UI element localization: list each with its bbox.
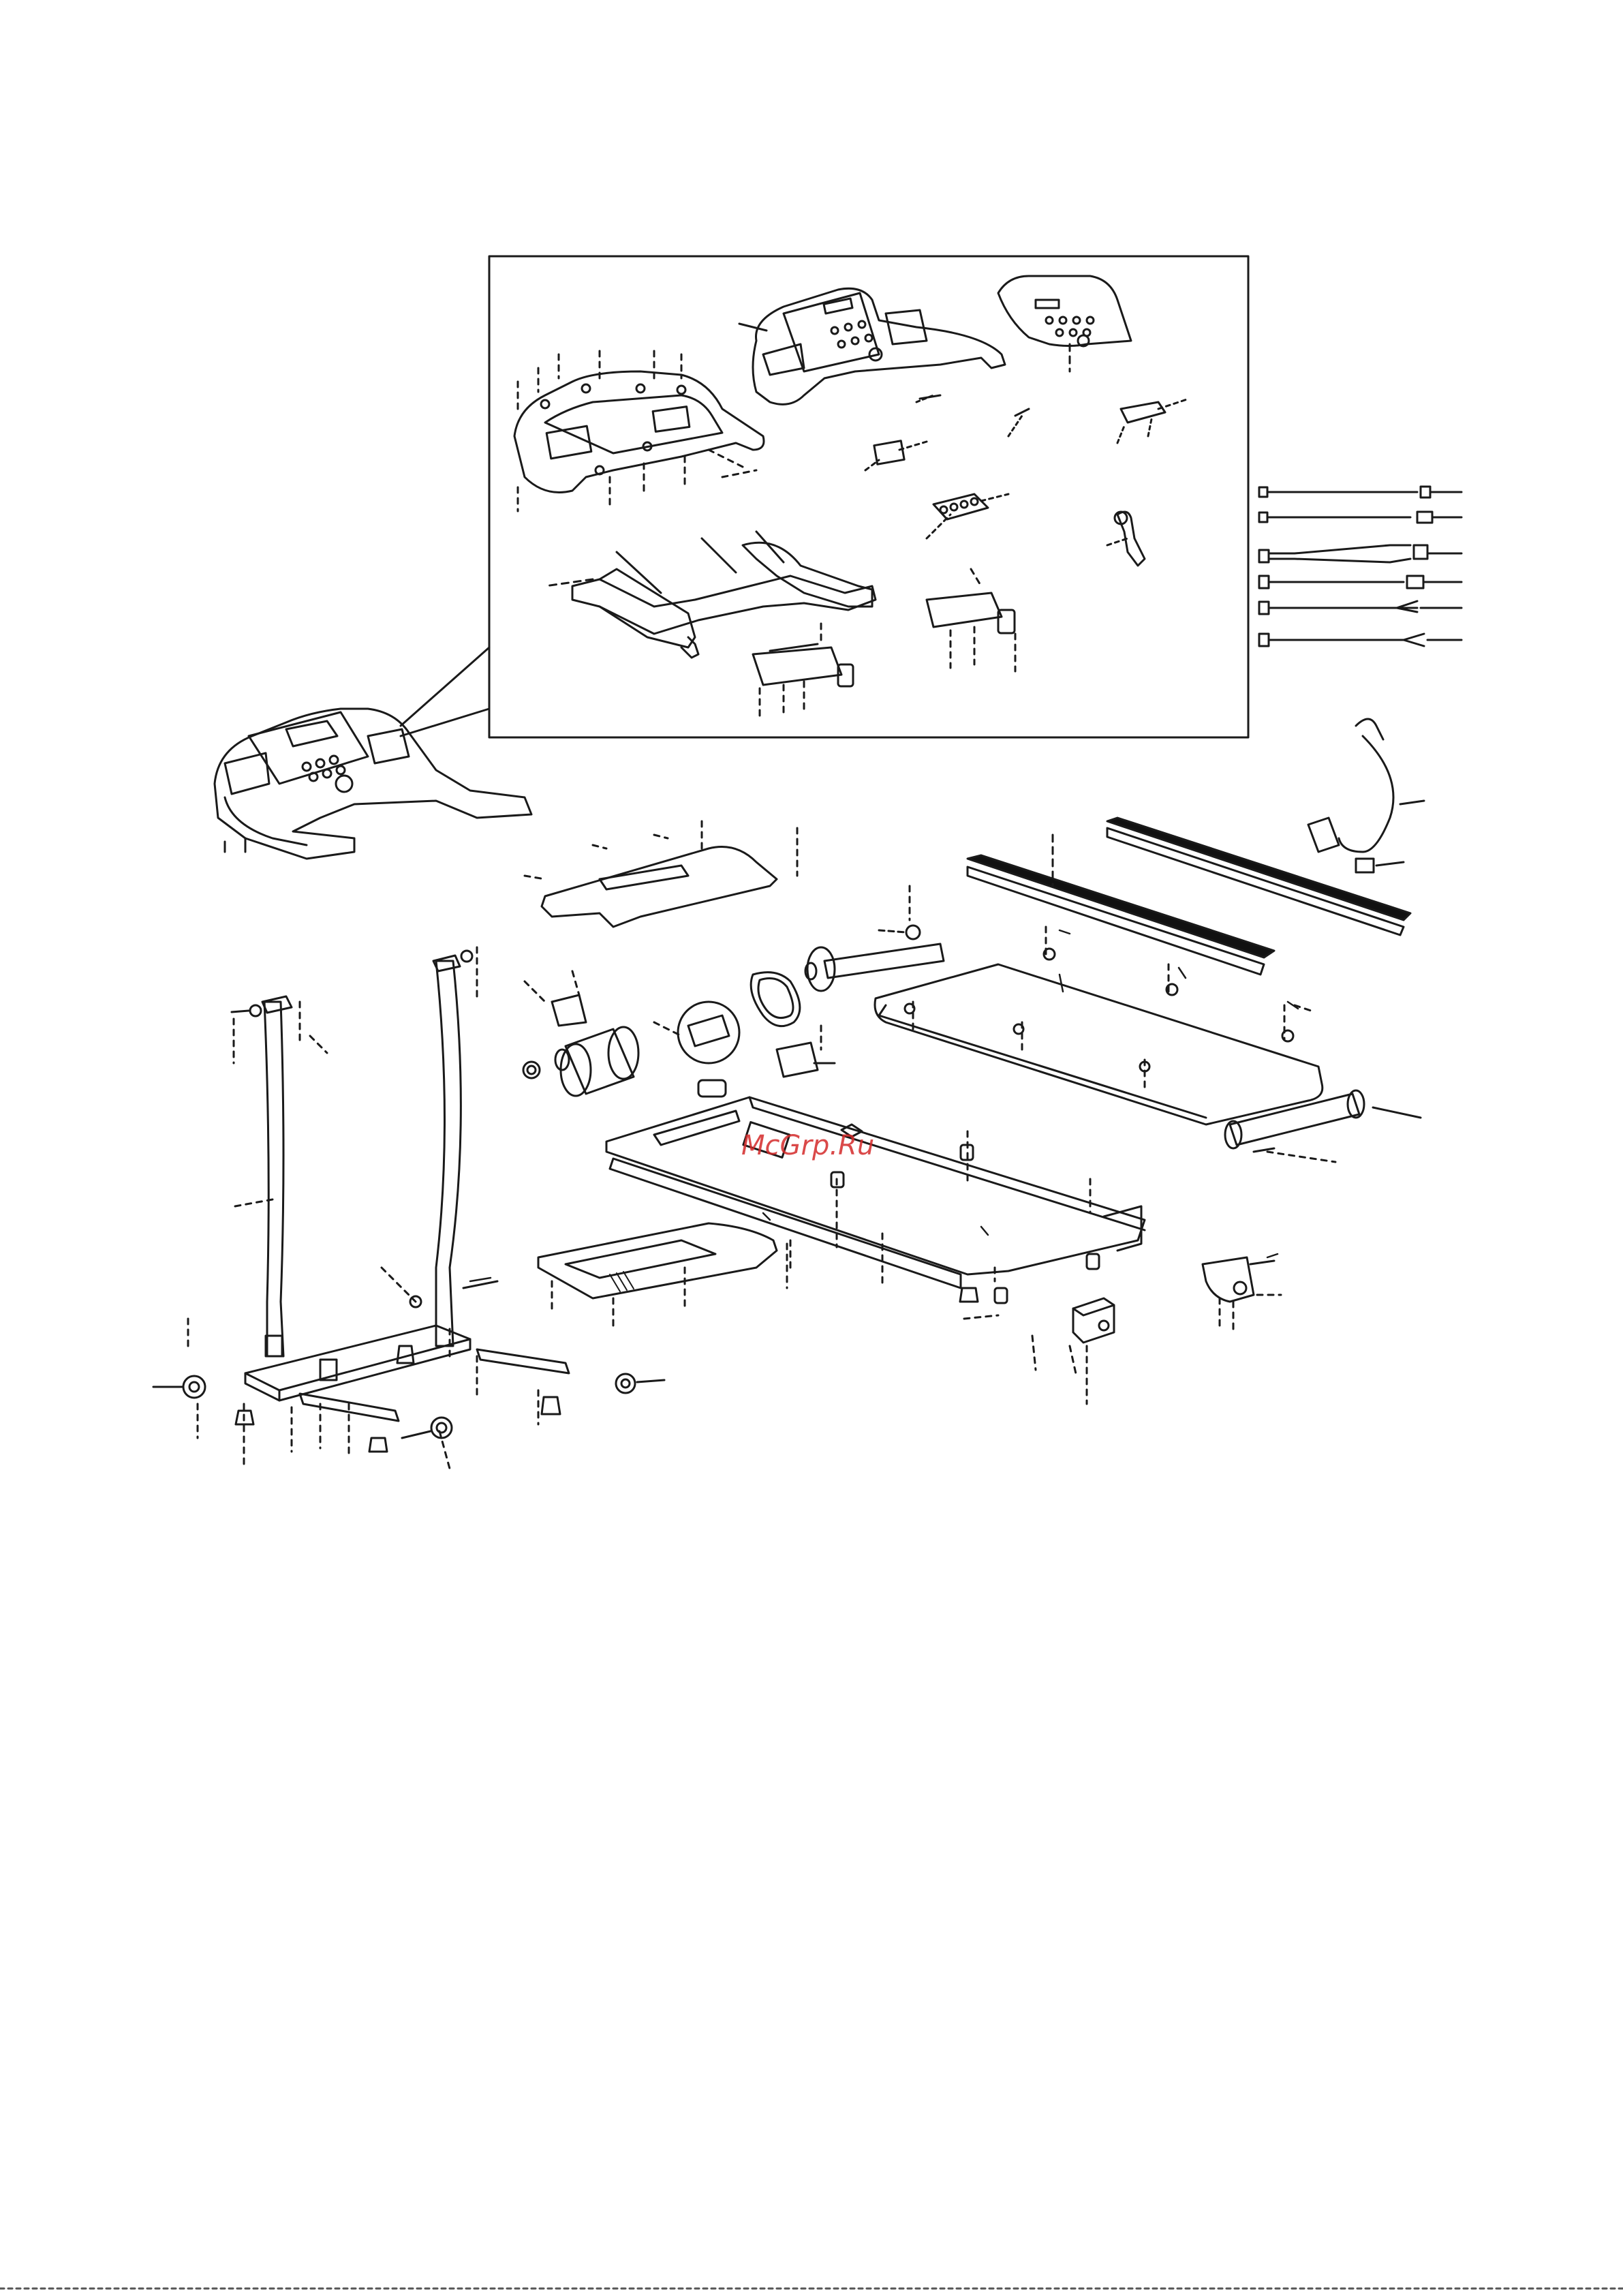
incline-motor [964, 1268, 1114, 1404]
rear-roller [1225, 1090, 1421, 1162]
wire-harness-3 [1259, 545, 1462, 562]
wheel [153, 1374, 664, 1438]
motor-hood [525, 821, 797, 927]
console-top-view [739, 288, 1005, 404]
console-bottom-cover [514, 351, 764, 511]
upright-left [232, 996, 327, 1356]
console-overlay [998, 276, 1131, 371]
wire-harness-2 [1259, 512, 1462, 523]
wire-harnesses [1259, 487, 1462, 646]
upright-right [382, 947, 497, 1346]
wire-harness-4 [1259, 576, 1462, 588]
console-assembly [215, 709, 531, 859]
side-handle-right [927, 569, 1015, 671]
rear-end-cap [1203, 1257, 1281, 1332]
front-roller [805, 886, 944, 991]
power-cord [1308, 719, 1424, 872]
callout-line-top [401, 647, 489, 726]
console-detail-inset [401, 256, 1248, 737]
wire-harness-5 [1259, 601, 1462, 614]
controller-board [654, 1002, 835, 1097]
inset-frame [489, 256, 1248, 737]
leveling-foot [236, 1288, 978, 1452]
base-frame [188, 1319, 569, 1469]
wire-harness-1 [1259, 487, 1462, 498]
side-handle-left [753, 624, 853, 716]
drive-belt [751, 973, 800, 1026]
watermark-text: McGrp.Ru [741, 1130, 874, 1161]
main-frame [606, 1097, 1145, 1303]
fasteners [470, 930, 1298, 1281]
motor [523, 971, 638, 1096]
wire-harness-6 [1259, 634, 1462, 646]
inset-small-parts [865, 395, 1189, 566]
lower-board-tray [538, 1223, 787, 1326]
handlebar-frame [545, 532, 876, 658]
